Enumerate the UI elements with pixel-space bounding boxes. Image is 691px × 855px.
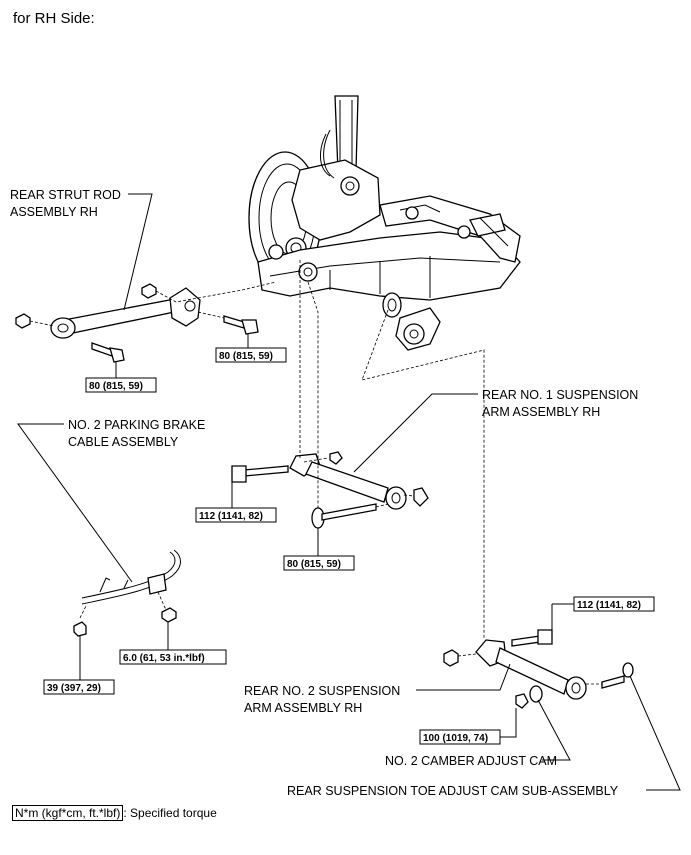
legend-unit-box: N*m (kgf*cm, ft.*lbf) [12,805,124,821]
nut-icon [141,283,157,299]
knuckle-subframe-illustration [248,95,521,351]
torque-box-arm2-nut: 100 (1019, 74) [419,729,501,745]
strut-rod-label-line1: REAR STRUT ROD [10,188,121,202]
page-title: for RH Side: [13,10,95,27]
arm1-label-line2: ARM ASSEMBLY RH [482,405,600,419]
rear-strut-rod [15,283,259,363]
rear-no2-suspension-arm [443,629,634,709]
torque-value: 80 (815, 59) [287,559,341,570]
arm1-label-line1: REAR NO. 1 SUSPENSION [482,388,638,402]
toe-cam-label: REAR SUSPENSION TOE ADJUST CAM SUB-ASSEM… [287,784,619,798]
torque-value: 112 (1141, 82) [199,511,263,522]
parking-brake-cable [73,549,181,652]
torque-value: 112 (1141, 82) [577,600,641,611]
torque-value: 100 (1019, 74) [423,733,488,744]
torque-box-strut-front: 80 (815, 59) [215,347,287,363]
torque-value: 39 (397, 29) [47,683,101,694]
brake-cable-label-line1: NO. 2 PARKING BRAKE [68,418,205,432]
brake-cable-label-line2: CABLE ASSEMBLY [68,435,179,449]
strut-rod-label-line2: ASSEMBLY RH [10,205,98,219]
arm2-label-line2: ARM ASSEMBLY RH [244,701,362,715]
leader-lines [17,193,681,791]
torque-box-cable-bolt: 39 (397, 29) [43,679,115,695]
rear-no1-suspension-arm [231,451,429,529]
torque-value: 6.0 (61, 53 in.*lbf) [123,653,205,664]
legend-text: : Specified torque [123,806,217,820]
torque-box-strut-rear: 80 (815, 59) [85,377,157,393]
torque-box-cable-nut: 6.0 (61, 53 in.*lbf) [119,649,227,665]
torque-value: 80 (815, 59) [89,381,143,392]
torque-box-arm1-front: 112 (1141, 82) [195,507,277,523]
torque-legend: N*m (kgf*cm, ft.*lbf): Specified torque [12,805,217,821]
torque-box-arm2-bolt: 112 (1141, 82) [573,596,655,612]
torque-box-arm1-rear: 80 (815, 59) [283,555,355,571]
torque-value: 80 (815, 59) [219,351,273,362]
arm2-label-line1: REAR NO. 2 SUSPENSION [244,684,400,698]
nut-icon [15,313,31,329]
camber-cam-label: NO. 2 CAMBER ADJUST CAM [385,754,557,768]
